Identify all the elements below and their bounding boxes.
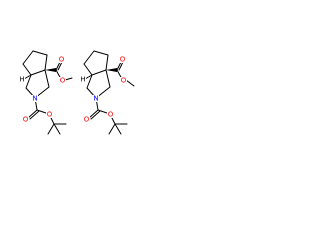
bond — [93, 50, 109, 56]
bond — [84, 74, 93, 80]
bond — [105, 54, 109, 71]
bond — [22, 63, 32, 76]
bond — [118, 61, 124, 71]
bond — [23, 74, 32, 80]
wedge-bond — [106, 68, 117, 72]
oxygen-atom-label: O — [121, 77, 127, 85]
oxygen-atom-label: O — [47, 111, 53, 119]
bond — [91, 69, 107, 76]
bond — [86, 74, 93, 89]
bond — [55, 61, 61, 71]
bond — [125, 79, 135, 87]
bond — [25, 74, 32, 89]
hydrogen-atom-label: H — [19, 76, 24, 84]
bond — [114, 123, 122, 135]
bond — [116, 61, 122, 71]
bond — [88, 109, 99, 119]
chemical-structure-canvas: N H O O O O — [0, 0, 152, 152]
oxygen-atom-label: O — [60, 77, 66, 85]
right-molecule: N H O O O O — [80, 50, 135, 135]
oxygen-atom-label: O — [108, 111, 114, 119]
bond — [44, 69, 50, 88]
bond — [83, 63, 93, 76]
oxygen-atom-label: O — [84, 116, 90, 124]
bond — [90, 110, 101, 120]
oxygen-atom-label: O — [120, 56, 126, 64]
left-molecule: N H O O O O — [19, 50, 73, 135]
bond — [105, 69, 111, 88]
bond — [29, 110, 40, 120]
wedge-bond — [45, 68, 56, 72]
nitrogen-atom-label: N — [93, 95, 98, 103]
bond — [27, 109, 38, 119]
bond — [44, 54, 48, 71]
bond — [57, 61, 63, 71]
oxygen-atom-label: O — [23, 116, 29, 124]
hydrogen-atom-label: H — [80, 76, 85, 84]
bond — [108, 123, 116, 135]
bond — [22, 50, 34, 65]
structure-drawing: N H O O O O — [19, 50, 135, 135]
oxygen-atom-label: O — [59, 56, 65, 64]
nitrogen-atom-label: N — [32, 95, 37, 103]
bond — [64, 77, 73, 81]
bond — [30, 69, 46, 76]
bond — [53, 123, 61, 135]
bond — [83, 50, 95, 65]
bond — [47, 123, 55, 135]
bond — [32, 50, 48, 56]
